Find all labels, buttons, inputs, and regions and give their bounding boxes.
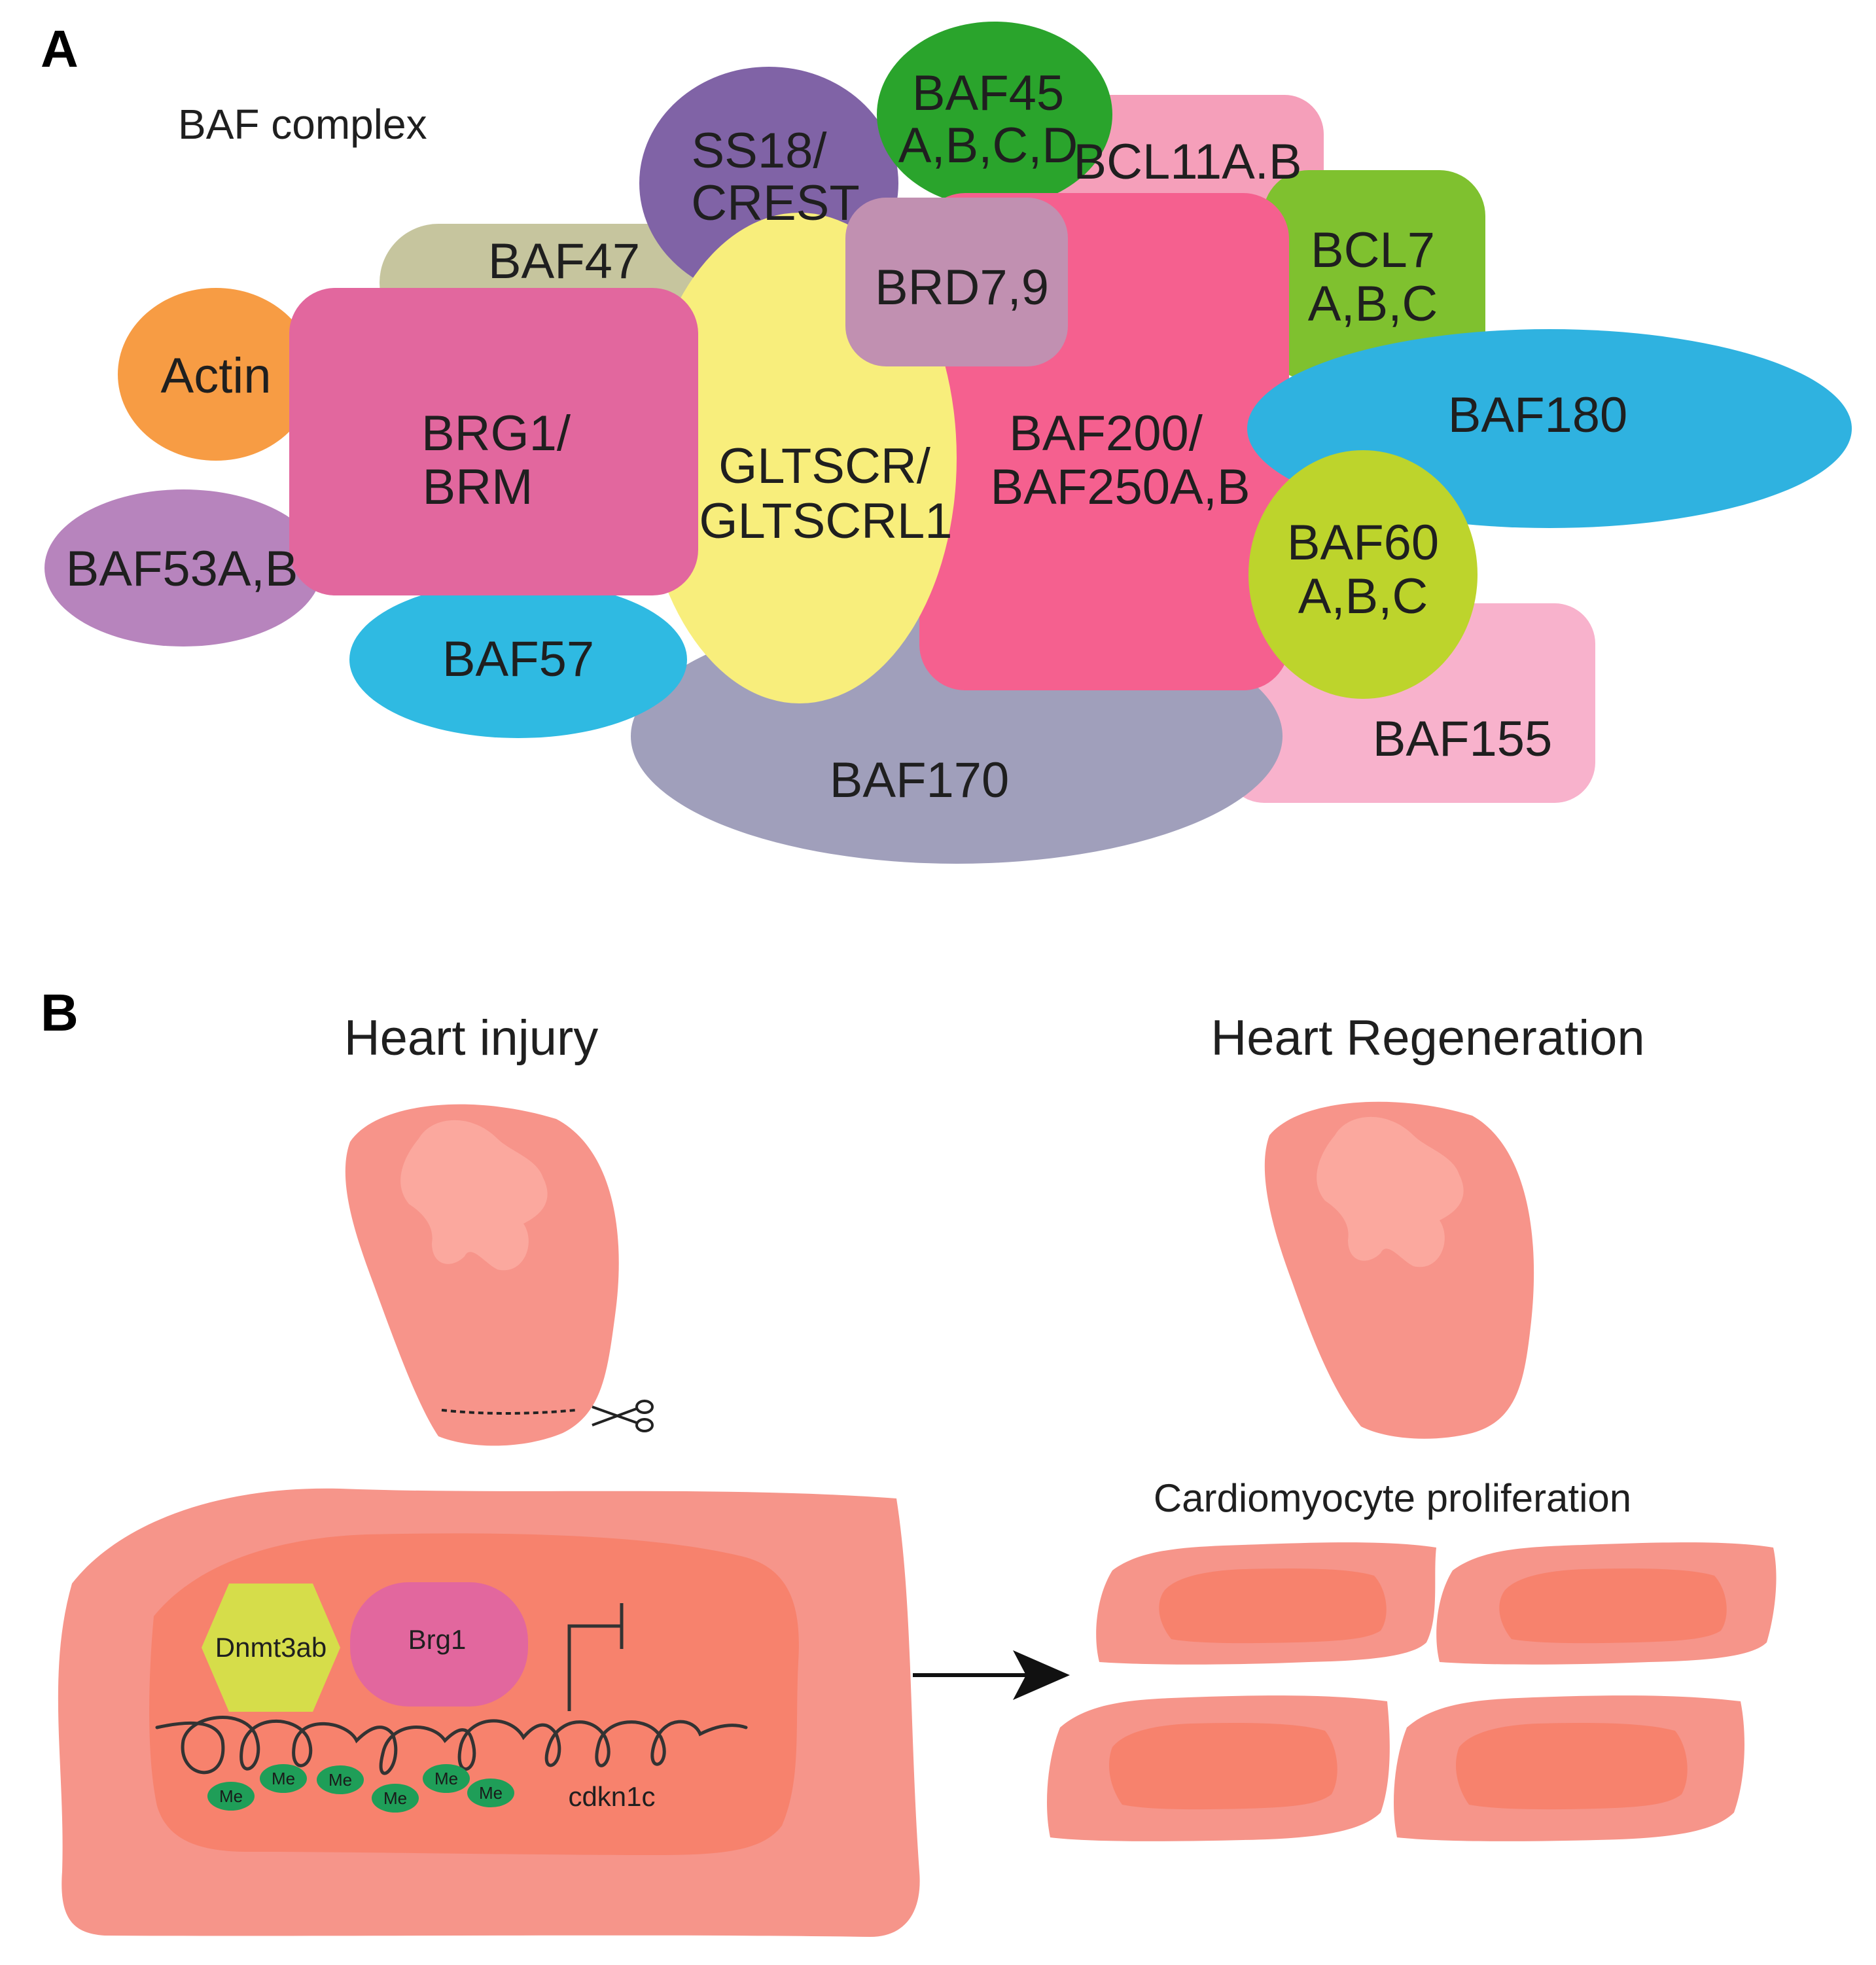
promoter-symbol [567, 1603, 624, 1711]
brg1-label: BRG1/BRM [421, 406, 571, 515]
baf47-label: BAF47 [488, 234, 640, 289]
baf53-shape [44, 489, 322, 646]
panel-a-letter: A [41, 20, 79, 78]
actin-shape [118, 288, 314, 461]
methylation-marks: Me Me Me Me Me Me [207, 1764, 514, 1813]
chromatin-strand [155, 1716, 748, 1775]
gltscr-label: GLTSCR/GLTSCRL1 [699, 438, 952, 549]
baf170-label: BAF170 [830, 752, 1010, 808]
bcl11-label: BCL11A.B [1073, 134, 1301, 190]
bcl7-shape [1263, 170, 1485, 380]
dnmt3ab-hexagon [202, 1584, 340, 1712]
brg1-protein [350, 1582, 528, 1707]
cdkn1c-label: cdkn1c [568, 1781, 655, 1812]
actin-label: Actin [161, 348, 272, 404]
methyl-mark [317, 1765, 364, 1794]
regenerated-heart [1264, 1101, 1534, 1439]
arrow-right-icon [913, 1650, 1070, 1700]
brd-shape [845, 198, 1068, 366]
baf155-label: BAF155 [1373, 711, 1553, 767]
methyl-mark [423, 1764, 470, 1793]
svg-text:Me: Me [328, 1770, 352, 1790]
brd-label: BRD7,9 [875, 260, 1049, 315]
svg-text:Me: Me [479, 1783, 503, 1803]
methyl-mark [207, 1782, 255, 1811]
baf45-shape [877, 22, 1112, 207]
brg1-protein-label: Brg1 [408, 1624, 467, 1655]
panel-b-letter: B [41, 983, 79, 1042]
proliferating-cell-top-right [1436, 1542, 1777, 1665]
baf57-label: BAF57 [442, 631, 594, 687]
svg-text:Me: Me [272, 1769, 295, 1788]
injured-heart [345, 1104, 619, 1446]
svg-text:Me: Me [383, 1788, 407, 1808]
dnmt3ab-label: Dnmt3ab [215, 1632, 327, 1663]
proliferating-cell-top-left [1096, 1542, 1436, 1665]
heart-injury-title: Heart injury [344, 1010, 599, 1066]
baf-complex-title: BAF complex [178, 101, 427, 148]
svg-text:Me: Me [219, 1786, 243, 1806]
scissors-icon [592, 1400, 654, 1432]
proliferating-cell-bottom-left [1047, 1695, 1390, 1841]
cardiomyocyte-proliferation-label: Cardiomyocyte proliferation [1154, 1476, 1631, 1520]
baf200-label: BAF200/BAF250A,B [990, 406, 1250, 515]
heart-regeneration-title: Heart Regeneration [1211, 1010, 1644, 1066]
svg-text:Me: Me [434, 1769, 458, 1788]
baf53-label: BAF53A,B [66, 541, 298, 597]
brg1-shape [289, 288, 698, 595]
methyl-mark [372, 1784, 419, 1813]
ss18-label: SS18/CREST [691, 123, 860, 231]
baf60-shape [1248, 450, 1478, 699]
baf180-label: BAF180 [1448, 387, 1628, 443]
proliferating-cell-bottom-right [1394, 1695, 1744, 1841]
methyl-mark [260, 1764, 307, 1793]
methyl-mark [467, 1779, 514, 1807]
injured-cardiomyocyte [58, 1488, 920, 1937]
baf57-shape [349, 581, 687, 738]
